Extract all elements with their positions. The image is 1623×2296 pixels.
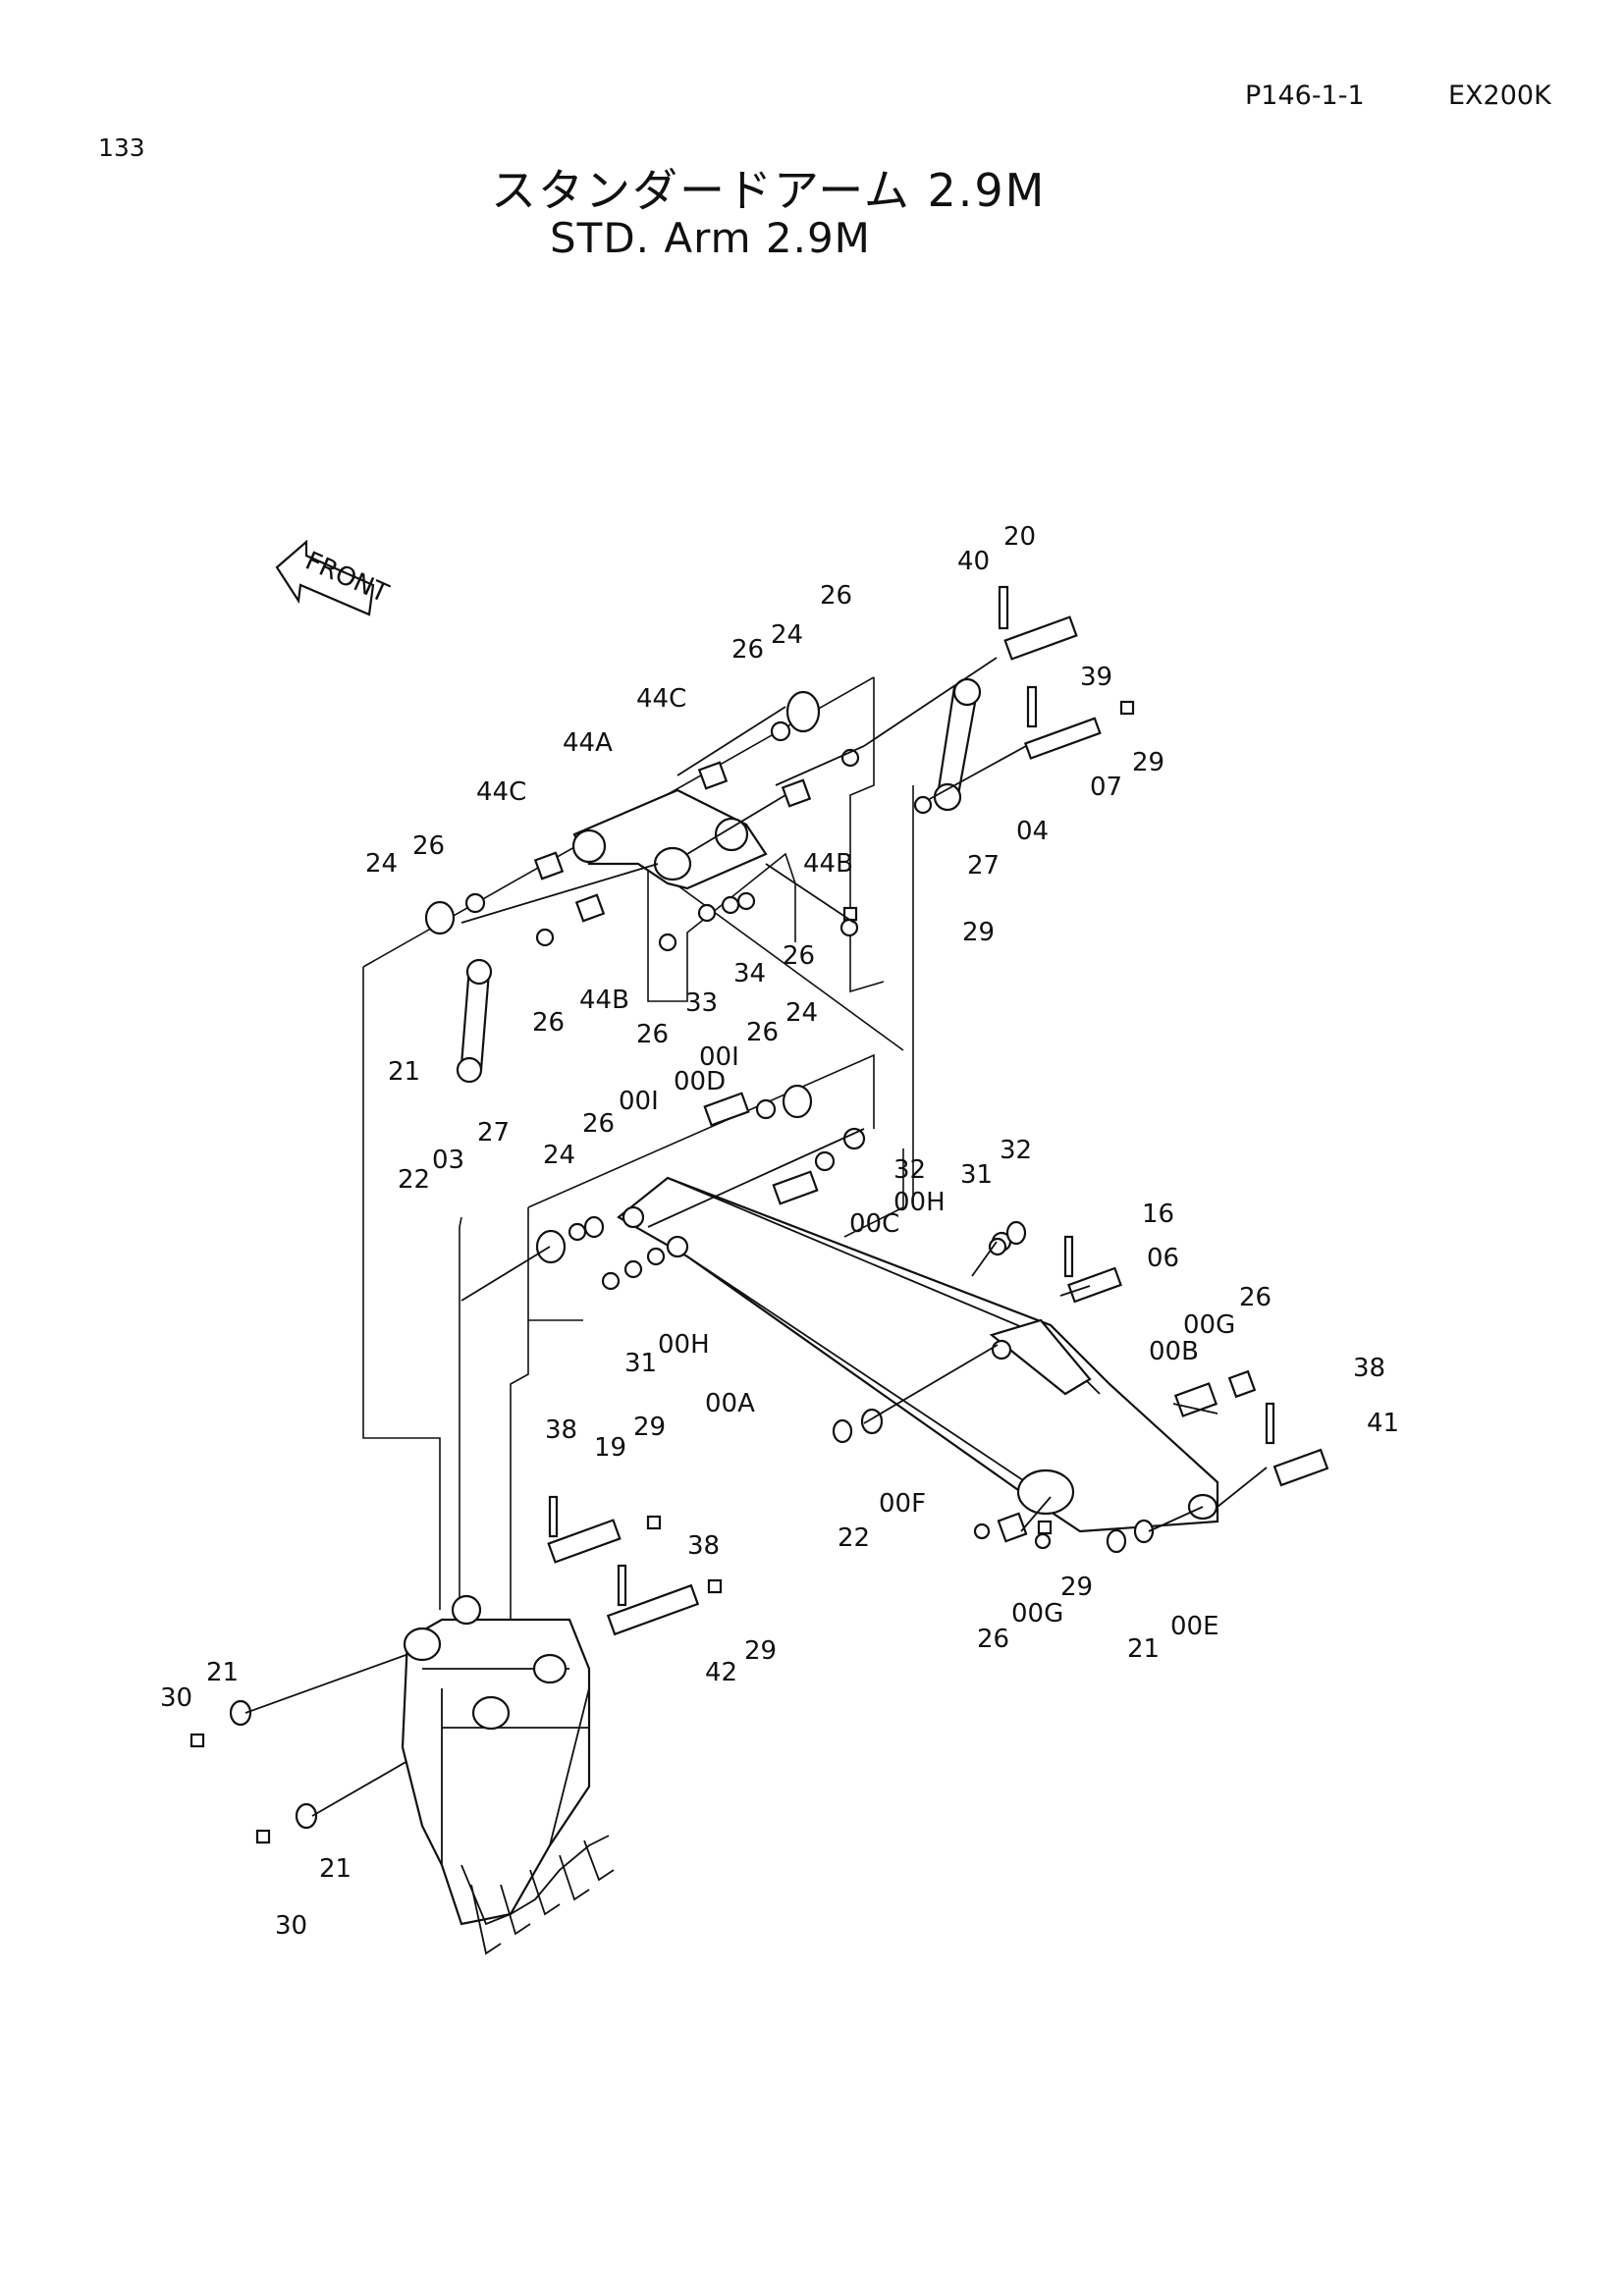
callout: 44A (563, 728, 613, 758)
callout: 00I (619, 1087, 659, 1116)
callout: 00A (705, 1389, 755, 1418)
side-link-44a (571, 788, 768, 890)
callout: 22 (838, 1523, 870, 1553)
callout: 21 (388, 1057, 420, 1087)
callout: 29 (633, 1413, 666, 1442)
group-outline (362, 676, 914, 1620)
title-japanese: スタンダードアーム 2.9M (491, 164, 1047, 217)
callout: 00E (1170, 1612, 1219, 1641)
callout: 16 (1142, 1200, 1174, 1229)
callout: 24 (785, 998, 818, 1028)
callout: 29 (744, 1636, 777, 1666)
callout: 22 (398, 1165, 430, 1195)
pins-and-bushings (189, 585, 1329, 1844)
callout: 27 (477, 1118, 510, 1148)
callout: 32 (893, 1155, 926, 1185)
callout: 20 (1003, 522, 1036, 552)
callout: 24 (543, 1141, 575, 1170)
callout: 44B (803, 849, 853, 879)
callout: 38 (545, 1415, 577, 1445)
callout: 27 (967, 851, 1000, 881)
callout: 26 (1239, 1283, 1271, 1312)
callout: 31 (624, 1349, 657, 1378)
callout: 26 (582, 1109, 615, 1139)
callout: 31 (960, 1160, 993, 1190)
arm-body (617, 1176, 1219, 1533)
callout: 00F (879, 1489, 926, 1519)
callout: 07 (1090, 773, 1122, 802)
callout: 34 (733, 959, 766, 988)
callout: 00B (1149, 1337, 1199, 1366)
callout: 29 (1132, 748, 1164, 777)
callout-labels: 40 20 26 24 26 39 29 07 04 27 44C 44A 44… (160, 522, 1399, 1941)
bucket (401, 1594, 615, 1955)
callout: 21 (319, 1854, 352, 1884)
callout: 03 (432, 1146, 464, 1175)
callout: 32 (1000, 1136, 1032, 1165)
callout: 30 (160, 1683, 192, 1713)
callout: 00G (1011, 1599, 1063, 1629)
callout: 00C (849, 1209, 899, 1239)
callout: 29 (962, 918, 995, 947)
callout: 44C (636, 684, 686, 714)
link-04 (933, 677, 982, 812)
callout: 41 (1367, 1409, 1399, 1438)
front-arrow-icon: FRONT (275, 539, 393, 616)
callout: 42 (705, 1658, 737, 1687)
callout: 06 (1147, 1244, 1179, 1273)
callout: 04 (1016, 817, 1049, 846)
callout: 24 (365, 849, 398, 879)
model-code: EX200K (1448, 80, 1551, 111)
callout: 00G (1183, 1310, 1235, 1340)
callout: 21 (1127, 1634, 1160, 1664)
callout: 00D (674, 1067, 726, 1096)
callout: 26 (820, 581, 852, 611)
title-english: STD. Arm 2.9M (550, 214, 871, 262)
callout: 40 (957, 547, 990, 576)
callout: 21 (206, 1658, 239, 1687)
link-03 (456, 958, 493, 1084)
page-number: 133 (98, 133, 145, 162)
callout: 26 (731, 635, 764, 665)
callout: 26 (977, 1625, 1009, 1654)
callout: 26 (532, 1008, 565, 1038)
callout: 44C (476, 777, 526, 807)
callout: 44B (579, 986, 629, 1015)
callout: 38 (687, 1531, 720, 1561)
callout: 26 (746, 1018, 779, 1047)
callout: 00H (893, 1188, 946, 1217)
callout: 26 (412, 831, 445, 861)
callout: 24 (771, 620, 803, 650)
callout: 33 (685, 988, 718, 1018)
callout: 26 (636, 1020, 669, 1049)
callout: 29 (1060, 1573, 1093, 1602)
callout: 38 (1353, 1354, 1385, 1383)
callout: 19 (594, 1433, 626, 1463)
callout: 39 (1080, 663, 1112, 692)
callout: 30 (275, 1911, 307, 1941)
callout: 00H (658, 1330, 710, 1360)
page-code: P146-1-1 (1245, 80, 1365, 111)
callout: 00I (699, 1042, 739, 1072)
callout: 26 (783, 941, 815, 971)
